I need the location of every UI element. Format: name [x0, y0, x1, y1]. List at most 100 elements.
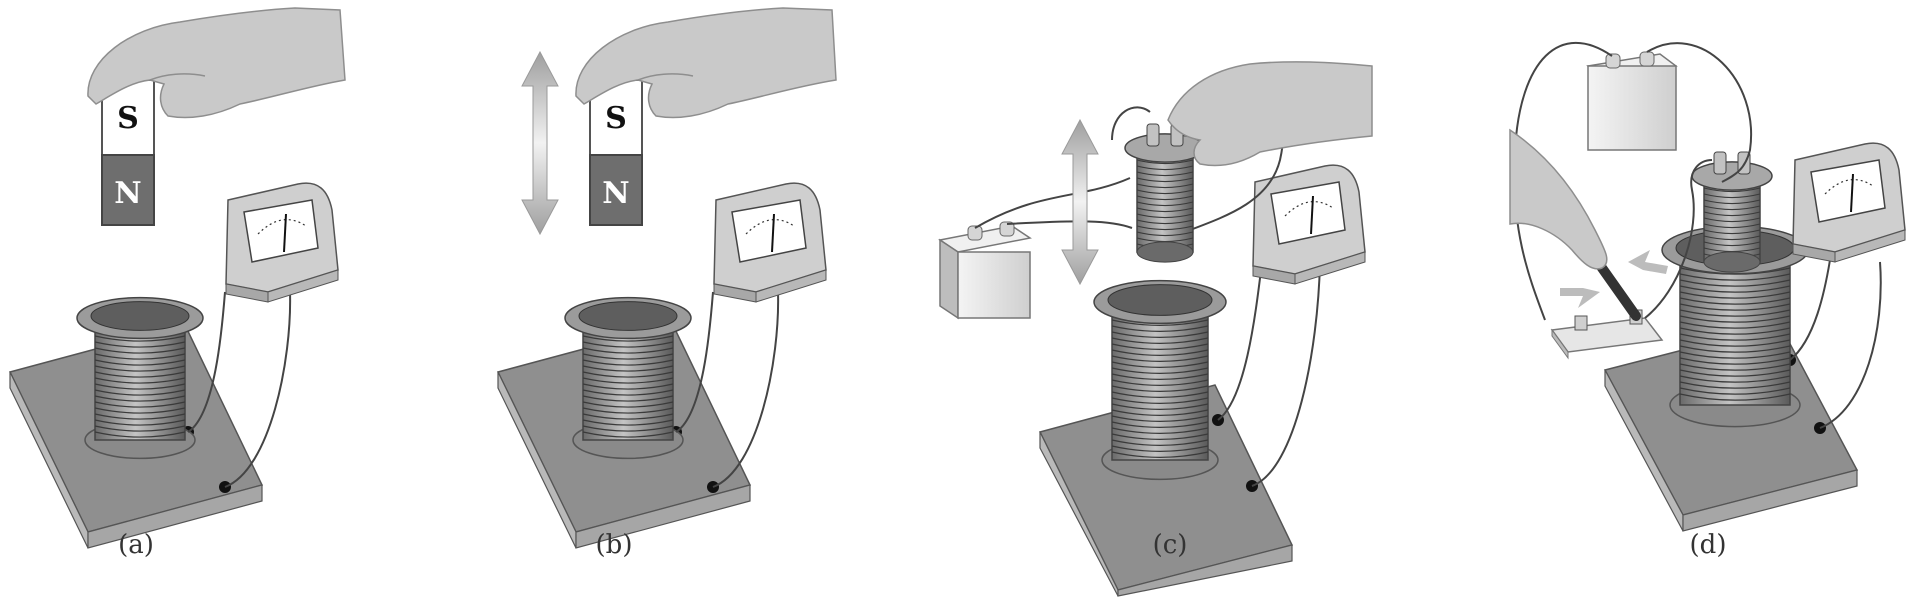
coil-turn [582, 425, 674, 432]
coil-turn [1136, 159, 1194, 165]
coil-turn [1703, 193, 1761, 199]
coil-turn [1136, 177, 1194, 183]
coil-turn [582, 377, 674, 384]
coil-turn [1703, 241, 1761, 247]
coil-turn [582, 359, 674, 366]
wire [1819, 261, 1882, 429]
coil-turn [1111, 385, 1209, 392]
terminal [1713, 151, 1727, 175]
coil-turn [1111, 319, 1209, 326]
coil-turn [1111, 397, 1209, 404]
meter-scale [745, 219, 795, 235]
meter-base [267, 269, 339, 303]
coil-turn [1679, 303, 1791, 311]
coil-turn [1136, 213, 1194, 219]
panel-label-d: (d) [1689, 530, 1727, 560]
coil-turn [1111, 367, 1209, 374]
hand [575, 7, 837, 119]
coil-turn [94, 365, 186, 372]
coil-turn [1679, 291, 1791, 299]
coil-turn [582, 401, 674, 408]
coil-turn [1136, 195, 1194, 201]
terminal [1146, 123, 1160, 147]
battery [938, 221, 1032, 320]
meter-needle [771, 213, 775, 253]
meter-needle [1310, 195, 1314, 235]
meter-scale [1284, 201, 1334, 217]
coil-turn [1679, 339, 1791, 347]
coil-turn [582, 347, 674, 354]
coil-turn [1136, 231, 1194, 237]
coil-turn [582, 383, 674, 390]
coil-turn [1111, 445, 1209, 452]
wire [1644, 159, 1713, 319]
coil-turn [582, 389, 674, 396]
coil-turn [1703, 199, 1761, 205]
coil-turn [582, 371, 674, 378]
coil-turn [1111, 403, 1209, 410]
coil-turn [1136, 183, 1194, 189]
wire [675, 291, 714, 433]
coil-turn [582, 353, 674, 360]
wire [1111, 106, 1151, 141]
battery [1586, 51, 1678, 151]
galvanometer [713, 182, 827, 303]
wire [1789, 259, 1831, 361]
coil-turn [1111, 391, 1209, 398]
finger [1509, 128, 1608, 270]
bar-magnet: S N [589, 79, 643, 226]
panel-label-c: (c) [1152, 530, 1188, 560]
coil-turn [582, 365, 674, 372]
coil-turn [1111, 349, 1209, 356]
coil-turn [94, 377, 186, 384]
meter-base [1834, 229, 1906, 263]
coil-turn [582, 341, 674, 348]
coil-turn [1679, 375, 1791, 383]
coil-turn [1679, 387, 1791, 395]
coil [76, 296, 204, 460]
coil-turn [1679, 363, 1791, 371]
wire [1251, 261, 1321, 487]
coil-end [1136, 241, 1194, 263]
coil-turn [94, 407, 186, 414]
coil-turn [582, 431, 674, 438]
panel-b: S N [496, 7, 837, 549]
coil-opening [578, 301, 678, 331]
coil-end [1703, 251, 1761, 273]
coil-turn [582, 413, 674, 420]
coil-turn [1679, 297, 1791, 305]
coil-turn [1111, 421, 1209, 428]
primary-coil [1124, 123, 1206, 263]
coil-turn [1136, 219, 1194, 225]
coil-turn [1679, 273, 1791, 281]
coil-turn [94, 359, 186, 366]
meter-face [243, 199, 319, 263]
coil-turn [94, 383, 186, 390]
galvanometer [1252, 164, 1366, 285]
coil-turn [582, 419, 674, 426]
coil-turn [1111, 373, 1209, 380]
magnet-south-label: S [117, 101, 139, 136]
coil-turn [1703, 235, 1761, 241]
coil-turn [1679, 381, 1791, 389]
coil-turn [1111, 355, 1209, 362]
panel-label-b: (b) [595, 530, 633, 560]
coil-turn [1679, 351, 1791, 359]
coil-turn [1703, 205, 1761, 211]
coil-turn [1111, 439, 1209, 446]
coil-turn [1679, 393, 1791, 401]
wire [1217, 261, 1263, 421]
wire [1006, 220, 1133, 229]
meter-base [755, 269, 827, 303]
meter-face [1270, 181, 1346, 245]
coil-turn [1679, 333, 1791, 341]
coil-turn [1703, 223, 1761, 229]
coil-turn [1136, 207, 1194, 213]
wire [712, 291, 780, 488]
coil-turn [1111, 451, 1209, 458]
coil-turn [1111, 415, 1209, 422]
coil-turn [1136, 165, 1194, 171]
meter-face [731, 199, 807, 263]
coil [564, 296, 692, 460]
coil-turn [582, 407, 674, 414]
